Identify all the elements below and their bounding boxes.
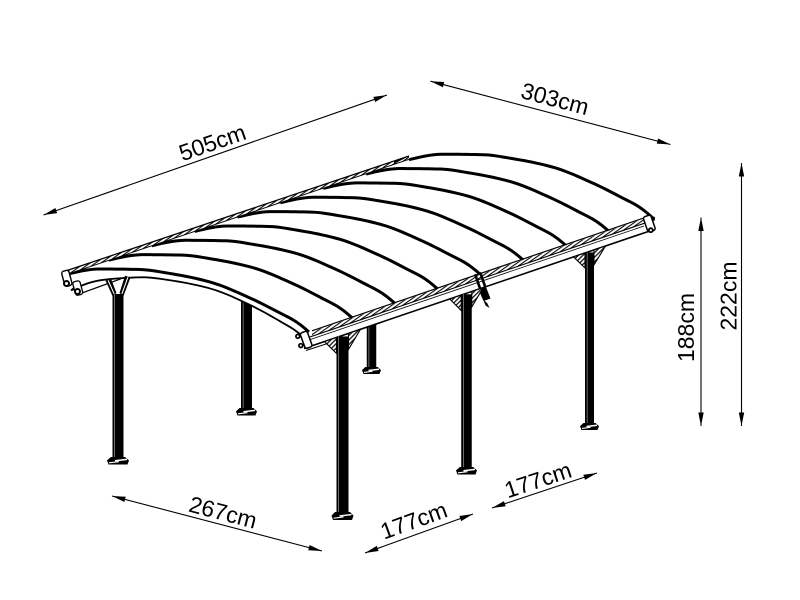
svg-text:188cm: 188cm [673,293,699,362]
svg-text:222cm: 222cm [716,261,742,330]
